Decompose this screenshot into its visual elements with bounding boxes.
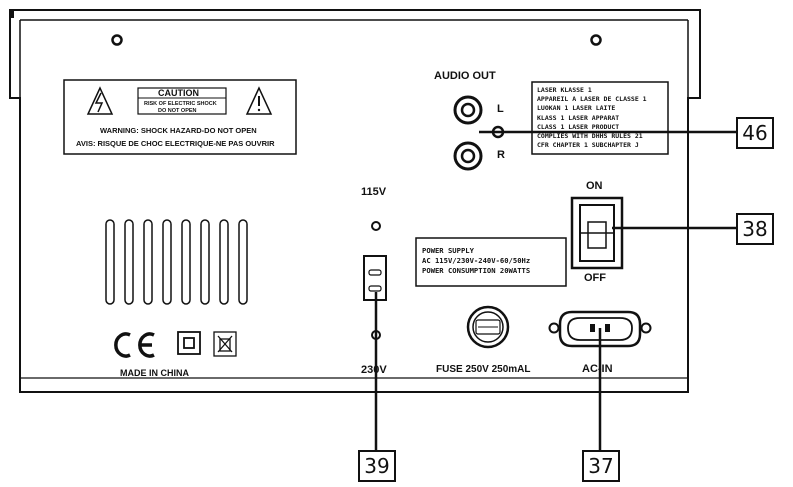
laser-line: APPAREIL A LASER DE CLASSE 1 bbox=[537, 95, 647, 104]
power-switch[interactable] bbox=[570, 196, 624, 270]
fuse-label: FUSE 250V 250mAL bbox=[436, 364, 531, 375]
power-supply-line: POWER SUPPLY bbox=[422, 246, 474, 255]
power-supply-line: AC 115V/230V-240V-60/50Hz bbox=[422, 256, 531, 265]
screw-icon bbox=[111, 34, 602, 46]
ac-in-label: AC-IN bbox=[582, 363, 613, 375]
weee-bin-icon bbox=[213, 331, 237, 357]
callout-39: 39 bbox=[358, 450, 396, 482]
voltage-selector[interactable] bbox=[363, 221, 387, 340]
warning-text: WARNING: SHOCK HAZARD-DO NOT OPEN bbox=[100, 126, 257, 135]
laser-label-text: LASER KLASSE 1 APPAREIL A LASER DE CLASS… bbox=[537, 86, 647, 150]
callout-46: 46 bbox=[736, 117, 774, 149]
avis-text: AVIS: RISQUE DE CHOC ELECTRIQUE-NE PAS O… bbox=[76, 139, 275, 148]
warning-label bbox=[63, 79, 297, 155]
power-supply-text: POWER SUPPLY AC 115V/230V-240V-60/50Hz P… bbox=[422, 246, 530, 276]
laser-line: CFR CHAPTER 1 SUBCHAPTER J bbox=[537, 141, 639, 150]
risk-text-line1: RISK OF ELECTRIC SHOCK bbox=[144, 101, 217, 107]
power-supply-line: POWER CONSUMPTION 20WATTS bbox=[422, 266, 531, 275]
lightning-icon bbox=[94, 92, 104, 113]
laser-label bbox=[531, 81, 669, 155]
audio-jack-left[interactable] bbox=[453, 95, 483, 125]
made-in-label: MADE IN CHINA bbox=[120, 368, 189, 378]
voltage-115-label: 115V bbox=[361, 186, 387, 198]
power-supply-label bbox=[415, 237, 567, 287]
switch-off-label: OFF bbox=[584, 272, 606, 284]
fuse-holder[interactable] bbox=[466, 305, 510, 349]
laser-line: CLASS 1 LASER PRODUCT bbox=[537, 122, 620, 131]
risk-text-line2: DO NOT OPEN bbox=[158, 108, 197, 114]
ventilation-slots bbox=[105, 219, 248, 305]
callout-37: 37 bbox=[582, 450, 620, 482]
ac-in-socket[interactable] bbox=[548, 310, 652, 348]
chassis bbox=[9, 9, 701, 393]
switch-on-label: ON bbox=[586, 180, 603, 192]
ce-mark-icon bbox=[114, 332, 155, 358]
laser-line: KLASS 1 LASER APPARAT bbox=[537, 113, 620, 122]
callout-38: 38 bbox=[736, 213, 774, 245]
audio-left-label: L bbox=[497, 103, 504, 115]
laser-line: LASER KLASSE 1 bbox=[537, 86, 592, 94]
caution-title: CAUTION bbox=[158, 88, 199, 98]
voltage-230-label: 230V bbox=[361, 364, 387, 376]
double-insulation-icon bbox=[177, 331, 201, 355]
audio-jack-right[interactable] bbox=[453, 141, 483, 171]
laser-line: COMPLIES WITH DHHS RULES 21 bbox=[537, 132, 643, 141]
audio-out-title: AUDIO OUT bbox=[434, 70, 496, 82]
audio-right-label: R bbox=[497, 149, 505, 161]
laser-line: LUOKAN 1 LASER LAITE bbox=[537, 104, 616, 113]
leader-lines bbox=[374, 125, 736, 450]
